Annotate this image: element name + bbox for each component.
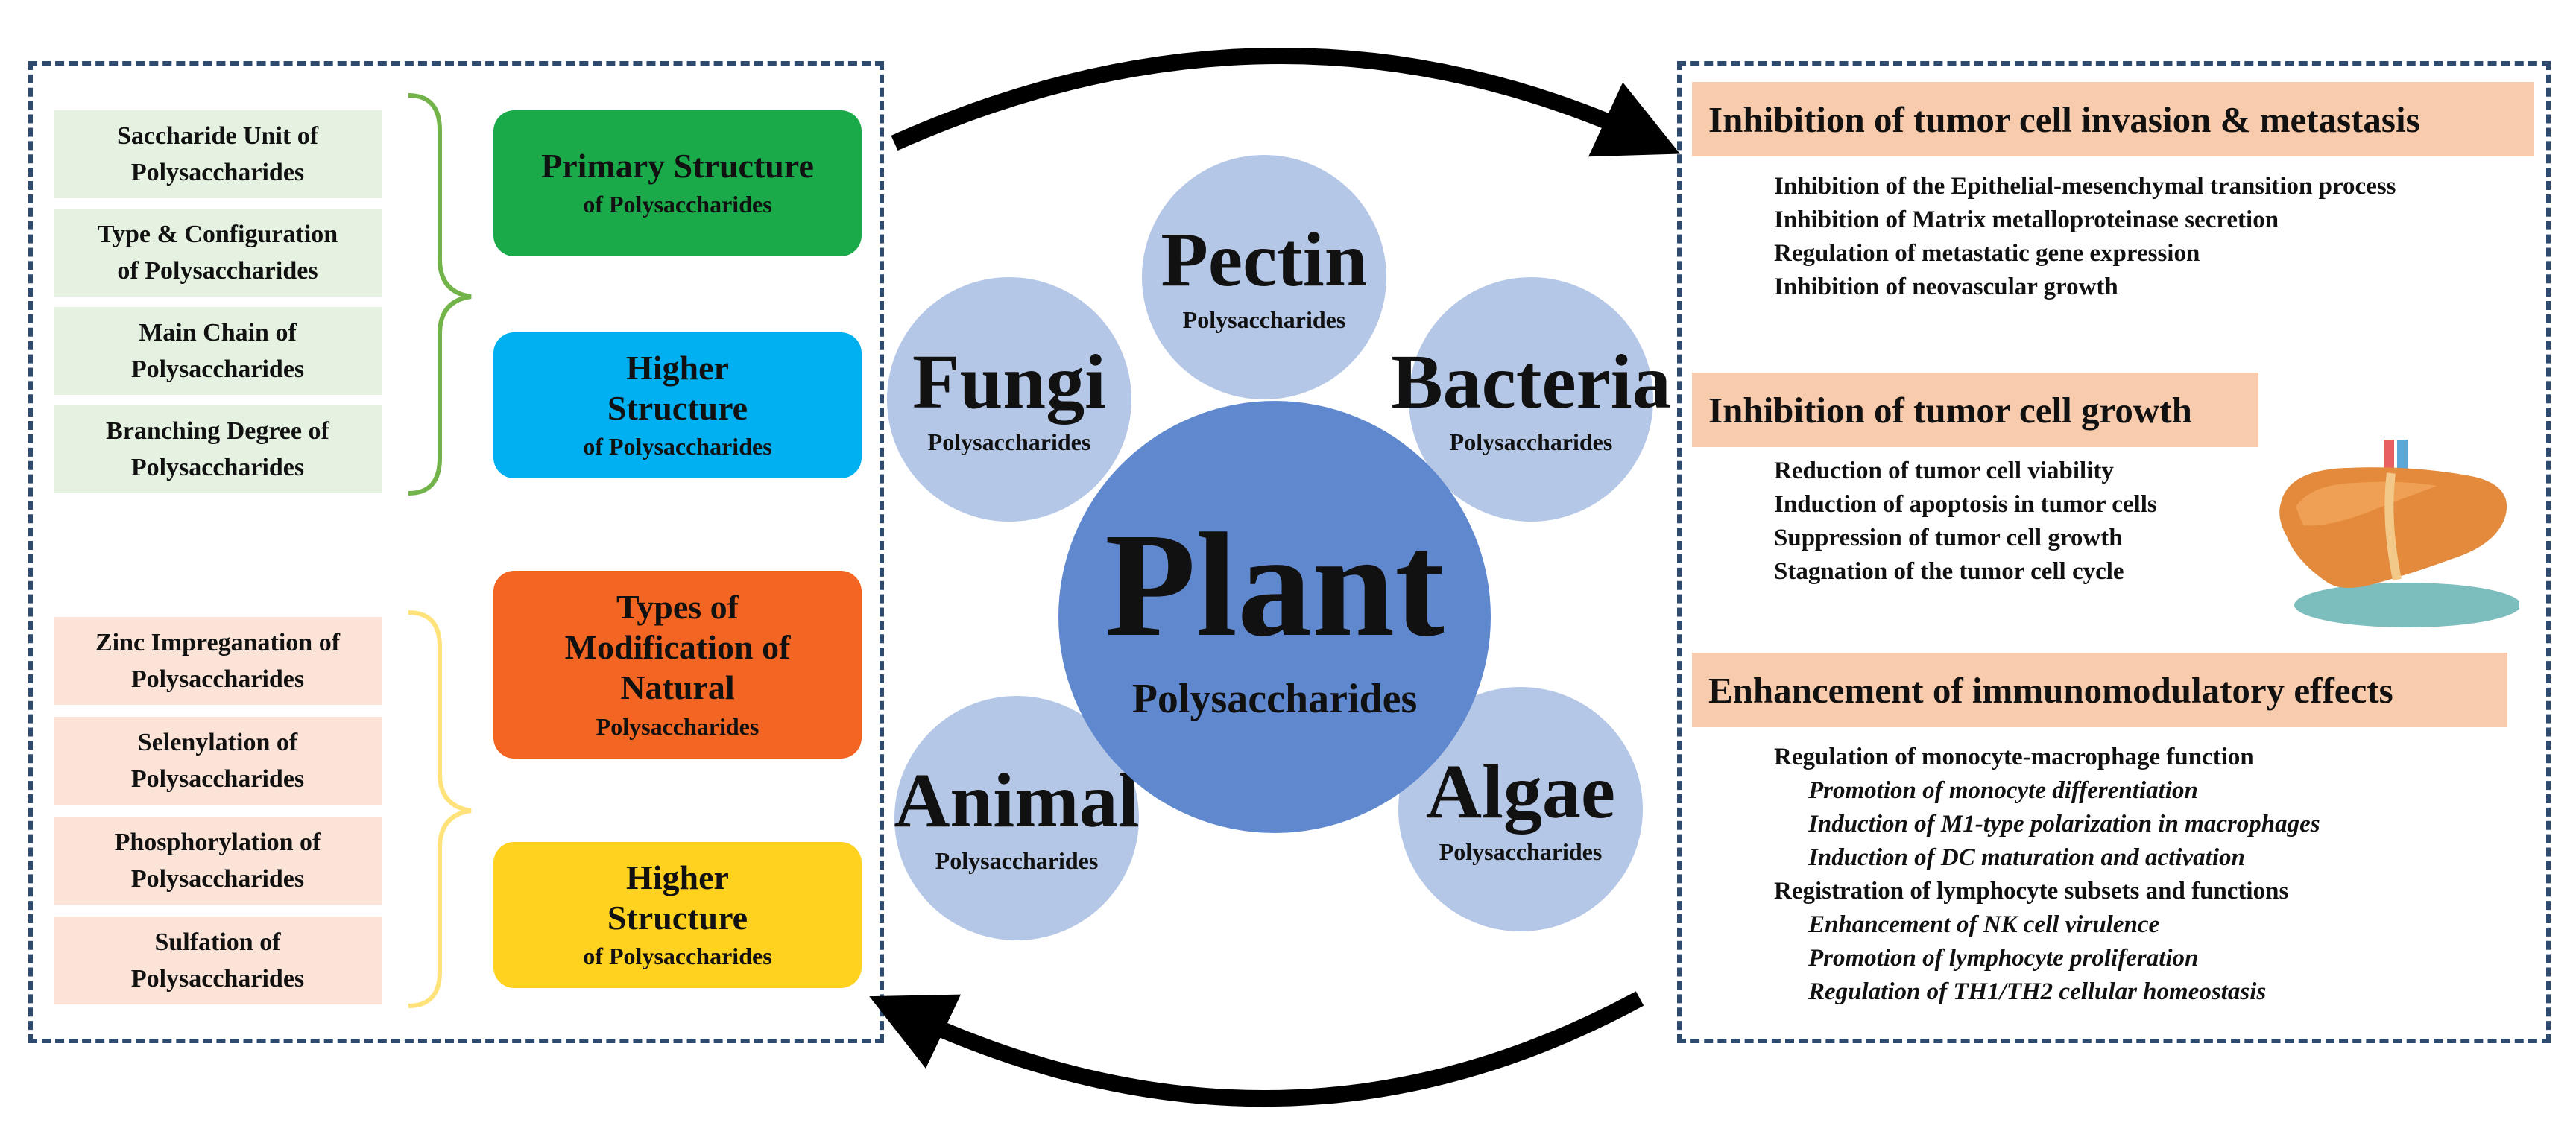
box-title: Types of Modification of Natural <box>564 587 791 707</box>
top-brace <box>408 93 472 496</box>
list-item: Induction of M1-type polarization in mac… <box>1808 811 2320 838</box>
source-circle-pectin: Pectin Polysaccharides <box>1142 155 1386 399</box>
left-panel <box>28 61 884 1043</box>
list-item: Inhibition of Matrix metalloproteinase s… <box>1774 206 2279 233</box>
higher-structure-box-2: Higher Structure of Polysaccharides <box>493 842 862 988</box>
list-item: Induction of apoptosis in tumor cells <box>1774 491 2157 518</box>
structure-item: Type & Configuration of Polysaccharides <box>54 209 382 297</box>
section-heading-growth: Inhibition of tumor cell growth <box>1692 373 2258 447</box>
modification-item: Sulfation of Polysaccharides <box>54 917 382 1004</box>
group-title: Regulation of monocyte-macrophage functi… <box>1774 744 2254 770</box>
source-label: Polysaccharides <box>1449 428 1613 455</box>
main-circle-plant: Plant Polysaccharides <box>1058 401 1491 833</box>
box-subtitle: of Polysaccharides <box>583 943 772 970</box>
source-label: Polysaccharides <box>1182 306 1346 333</box>
box-subtitle: of Polysaccharides <box>583 433 772 460</box>
main-name: Plant <box>1105 503 1445 668</box>
structure-item: Saccharide Unit of Polysaccharides <box>54 110 382 198</box>
list-item: Reduction of tumor cell viability <box>1774 458 2114 484</box>
list-item: Promotion of lymphocyte proliferation <box>1808 945 2199 972</box>
list-item: Regulation of TH1/TH2 cellular homeostas… <box>1808 978 2267 1005</box>
source-name: Algae <box>1425 748 1616 835</box>
structure-item: Main Chain of Polysaccharides <box>54 307 382 395</box>
box-subtitle: of Polysaccharides <box>583 191 772 218</box>
section-list-immunomodulatory: Regulation of monocyte-macrophage functi… <box>1774 741 2320 1009</box>
box-title: Primary Structure <box>541 147 814 186</box>
group-title: Registration of lymphocyte subsets and f… <box>1774 878 2289 905</box>
modification-item: Zinc Impreganation of Polysaccharides <box>54 617 382 705</box>
top-curved-arrow <box>891 48 1680 157</box>
section-heading-invasion: Inhibition of tumor cell invasion & meta… <box>1692 82 2534 156</box>
main-label: Polysaccharides <box>1131 676 1418 722</box>
list-item: Inhibition of the Epithelial-mesenchymal… <box>1774 173 2396 200</box>
list-item: Promotion of monocyte differentiation <box>1808 777 2198 804</box>
source-name: Bacteria <box>1391 338 1671 425</box>
modification-item: Selenylation of Polysaccharides <box>54 717 382 805</box>
right-panel <box>1677 61 2551 1043</box>
section-list-growth: Reduction of tumor cell viability Induct… <box>1774 455 2157 589</box>
liver-ligament <box>2384 472 2402 581</box>
section-list-invasion: Inhibition of the Epithelial-mesenchymal… <box>1774 170 2396 304</box>
box-subtitle: Polysaccharides <box>596 712 760 740</box>
source-label: Polysaccharides <box>935 846 1099 874</box>
source-label: Polysaccharides <box>927 428 1091 455</box>
modification-types-box: Types of Modification of Natural Polysac… <box>493 571 862 759</box>
liver-highlight <box>2296 481 2437 526</box>
list-item: Induction of DC maturation and activatio… <box>1808 844 2245 871</box>
structure-item: Branching Degree of Polysaccharides <box>54 405 382 493</box>
list-item: Stagnation of the tumor cell cycle <box>1774 558 2124 585</box>
higher-structure-box: Higher Structure of Polysaccharides <box>493 332 862 478</box>
box-title: Higher Structure <box>607 348 748 428</box>
list-item: Enhancement of NK cell virulence <box>1808 911 2160 938</box>
bottom-curved-arrow <box>869 991 1644 1107</box>
source-name: Fungi <box>912 338 1107 425</box>
source-circle-fungi: Fungi Polysaccharides <box>887 277 1131 522</box>
box-title: Higher Structure <box>607 858 748 937</box>
source-name: Animal <box>894 757 1140 843</box>
liver-shadow <box>2294 583 2519 627</box>
section-heading-immunomodulatory: Enhancement of immunomodulatory effects <box>1692 653 2507 727</box>
source-circle-bacteria: Bacteria Polysaccharides <box>1391 277 1671 522</box>
source-label: Polysaccharides <box>1439 838 1603 865</box>
list-item: Regulation of metastatic gene expression <box>1774 240 2200 267</box>
list-item: Inhibition of neovascular growth <box>1774 273 2118 300</box>
source-name: Pectin <box>1161 216 1368 303</box>
list-item: Suppression of tumor cell growth <box>1774 525 2123 551</box>
liver-icon <box>2279 440 2519 627</box>
modification-item: Phosphorylation of Polysaccharides <box>54 817 382 905</box>
bottom-brace <box>408 610 472 1008</box>
primary-structure-box: Primary Structure of Polysaccharides <box>493 110 862 256</box>
